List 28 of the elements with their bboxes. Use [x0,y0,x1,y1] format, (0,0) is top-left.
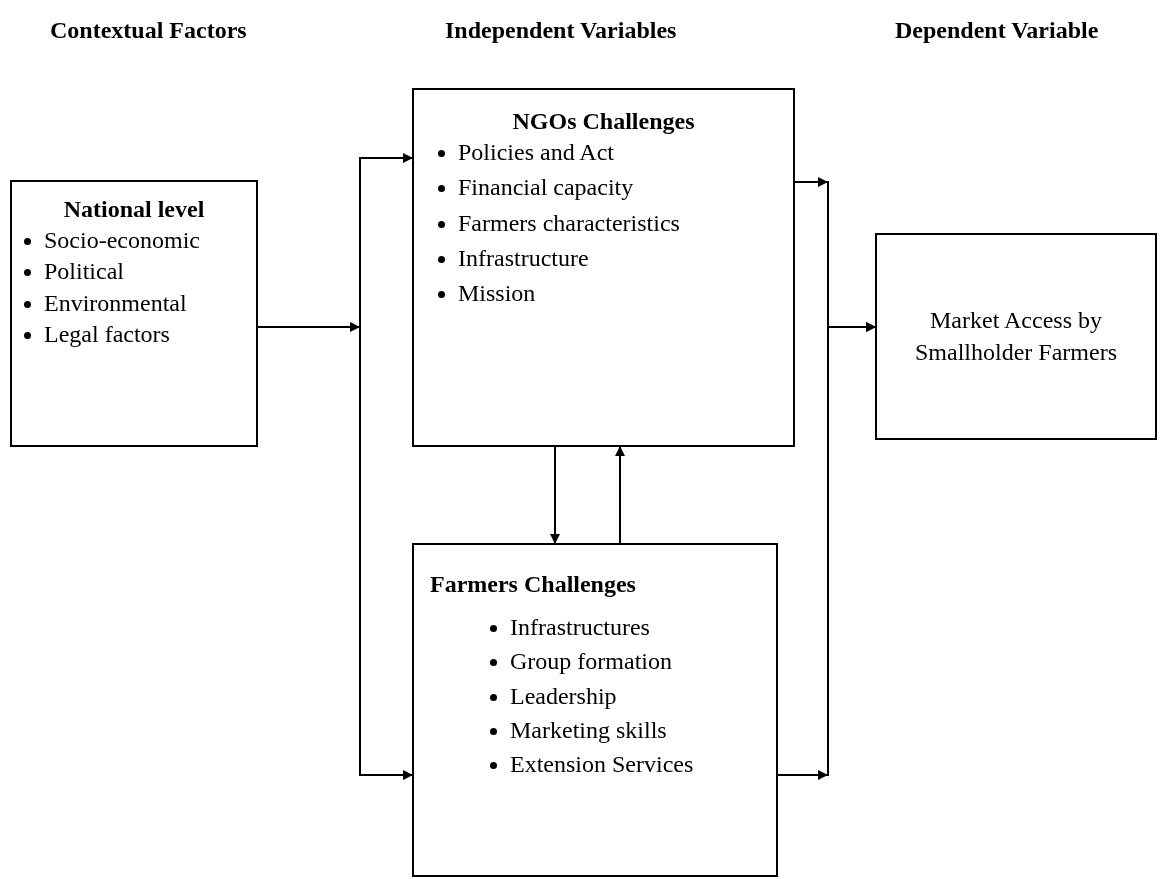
column-heading: Dependent Variable [895,16,1099,45]
arrow [777,322,876,776]
column-heading: Contextual Factors [50,16,247,45]
arrow [550,446,560,544]
bullet-item: Marketing skills [510,716,667,743]
process-box [412,543,778,877]
bullet-item: Farmers characteristics [458,209,680,236]
bullet-item: Infrastructure [458,244,589,271]
bullet-item: Environmental [44,289,187,316]
bullet-item: Socio-economic [44,227,200,254]
bullet-item: Infrastructures [510,614,650,641]
process-box [412,88,795,447]
bullet-item: Leadership [510,682,617,709]
bullet-item: Political [44,258,124,285]
bullet-item: Extension Services [510,750,694,777]
box-heading: National level [63,196,205,222]
box-text: Market Access by Smallholder Farmers [914,306,1118,367]
process-box [10,180,258,447]
bullet-item: Policies and Act [458,139,614,166]
arrow [615,446,625,544]
bullet-item: Mission [458,279,536,306]
process-box [875,233,1157,440]
bullet-item: Financial capacity [458,174,634,201]
box-heading: Farmers Challenges [430,571,636,597]
bullet-item: Legal factors [44,320,170,347]
column-heading: Independent Variables [445,16,677,45]
box-heading: NGOs Challenges [512,108,695,134]
bullet-item: Group formation [510,648,672,675]
